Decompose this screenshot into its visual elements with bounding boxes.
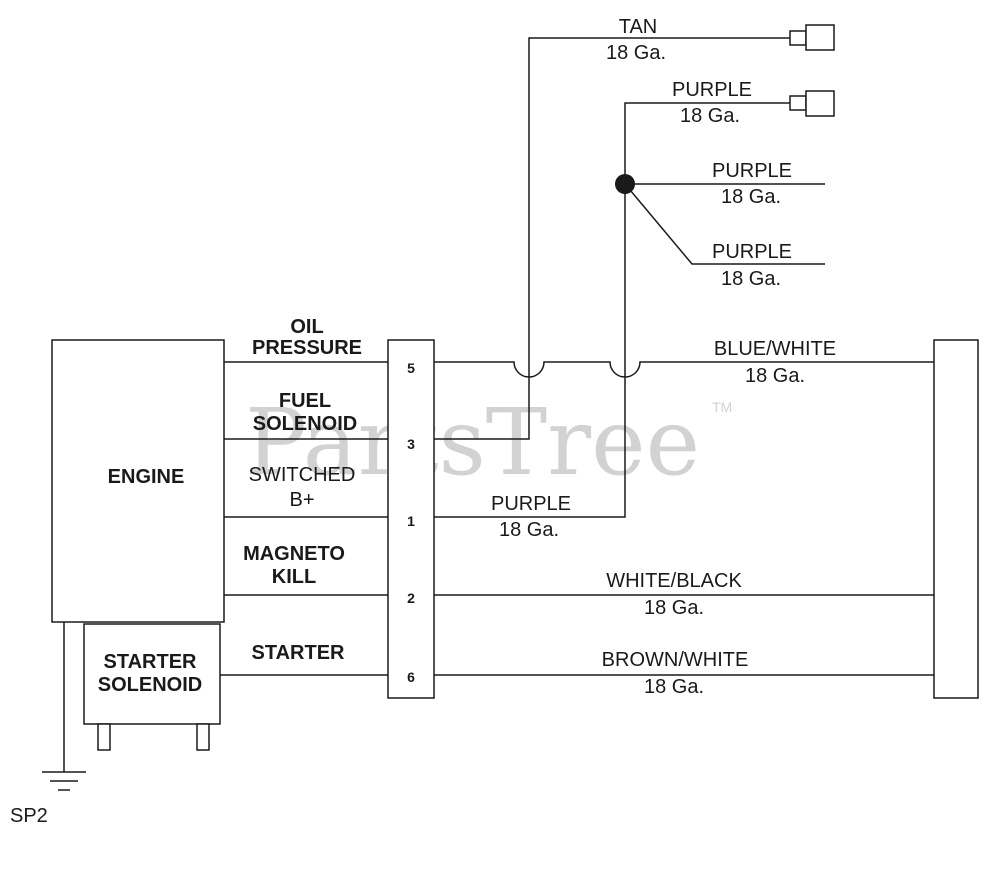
label-purple-mid-gauge: 18 Ga.: [721, 186, 781, 208]
label-fuel: FUEL: [279, 390, 331, 412]
label-purple-low-gauge: 18 Ga.: [721, 268, 781, 290]
purple-connector-small: [789, 95, 807, 111]
starter-solenoid-label-1: STARTER: [104, 651, 198, 673]
label-tan: TAN: [619, 16, 658, 38]
label-switched: SWITCHED: [249, 464, 356, 486]
tan-connector-plug: [805, 24, 835, 51]
label-tan-gauge: 18 Ga.: [606, 42, 666, 64]
label-oil: OIL: [290, 316, 323, 338]
connector-block: [387, 339, 435, 699]
label-b-plus: B+: [289, 489, 314, 511]
pin-5: 5: [407, 360, 415, 376]
wire-tan: [434, 37, 790, 440]
purple-connector-plug: [805, 90, 835, 117]
pin-6: 6: [407, 669, 415, 685]
label-purple-top-gauge: 18 Ga.: [680, 105, 740, 127]
label-white-black-gauge: 18 Ga.: [644, 597, 704, 619]
wire-blue-white: [434, 361, 934, 378]
label-purple-top: PURPLE: [672, 79, 752, 101]
solenoid-terminal-left: [97, 723, 111, 751]
label-purple-low: PURPLE: [712, 241, 792, 263]
right-module-box: [933, 339, 979, 699]
label-purple-mid: PURPLE: [712, 160, 792, 182]
wire-purple-main: [434, 102, 790, 518]
label-starter: STARTER: [252, 642, 346, 664]
label-purple-pin1: PURPLE: [491, 493, 571, 515]
label-brown-white: BROWN/WHITE: [602, 649, 749, 671]
starter-solenoid-label-2: SOLENOID: [98, 674, 202, 696]
label-purple-pin1-gauge: 18 Ga.: [499, 519, 559, 541]
label-solenoid: SOLENOID: [253, 413, 357, 435]
pin-3: 3: [407, 436, 415, 452]
starter-solenoid-box: [83, 623, 221, 725]
label-kill: KILL: [272, 566, 316, 588]
tan-connector-small: [789, 30, 807, 46]
watermark-text: PartsTree: [245, 389, 700, 496]
label-white-black: WHITE/BLACK: [606, 570, 742, 592]
solenoid-terminal-right: [196, 723, 210, 751]
engine-box: [51, 339, 225, 623]
label-pressure: PRESSURE: [252, 337, 362, 359]
label-blue-white-gauge: 18 Ga.: [745, 365, 805, 387]
label-brown-white-gauge: 18 Ga.: [644, 676, 704, 698]
pin-1: 1: [407, 513, 415, 529]
ground-label: SP2: [10, 805, 48, 827]
watermark-trademark: TM: [712, 399, 732, 415]
label-blue-white: BLUE/WHITE: [714, 338, 836, 360]
label-magneto: MAGNETO: [243, 543, 345, 565]
engine-label: ENGINE: [108, 466, 185, 488]
pin-2: 2: [407, 590, 415, 606]
wire-purple-branch-low: [624, 183, 825, 265]
